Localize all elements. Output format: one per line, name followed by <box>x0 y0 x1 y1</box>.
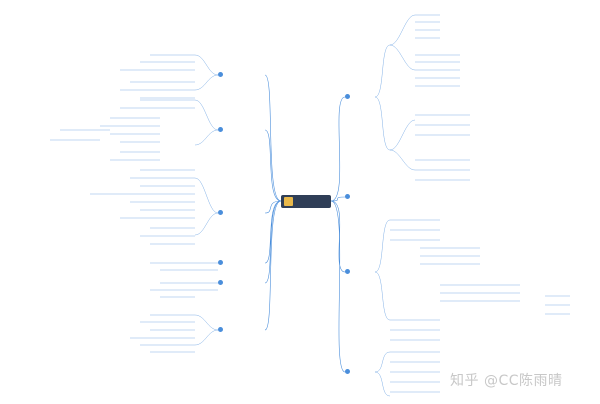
chapter-dot-icon <box>218 327 223 332</box>
chapter-dot-icon <box>345 194 350 199</box>
chapter-node-right-1[interactable] <box>345 93 352 102</box>
chapter-node-right-4[interactable] <box>345 368 352 377</box>
chapter-dot-icon <box>345 94 350 99</box>
chapter-dot-icon <box>345 269 350 274</box>
chapter-node-left-5[interactable] <box>218 279 225 288</box>
chapter-node-left-2[interactable] <box>218 126 225 135</box>
chapter-node-right-2[interactable] <box>345 193 352 202</box>
chapter-dot-icon <box>218 72 223 77</box>
chapter-dot-icon <box>218 210 223 215</box>
chapter-node-left-3[interactable] <box>218 209 225 218</box>
chapter-dot-icon <box>218 280 223 285</box>
chapter-dot-icon <box>218 127 223 132</box>
chapter-node-left-6[interactable] <box>218 326 225 335</box>
chapter-dot-icon <box>218 260 223 265</box>
zhihu-watermark: 知乎 @CC陈雨晴 <box>450 373 563 389</box>
chapter-node-right-3[interactable] <box>345 268 352 277</box>
central-topic[interactable] <box>281 195 331 208</box>
chapter-dot-icon <box>345 369 350 374</box>
topic-badge-icon <box>284 197 293 206</box>
chapter-node-left-4[interactable] <box>218 259 225 268</box>
chapter-node-left-1[interactable] <box>218 71 225 80</box>
